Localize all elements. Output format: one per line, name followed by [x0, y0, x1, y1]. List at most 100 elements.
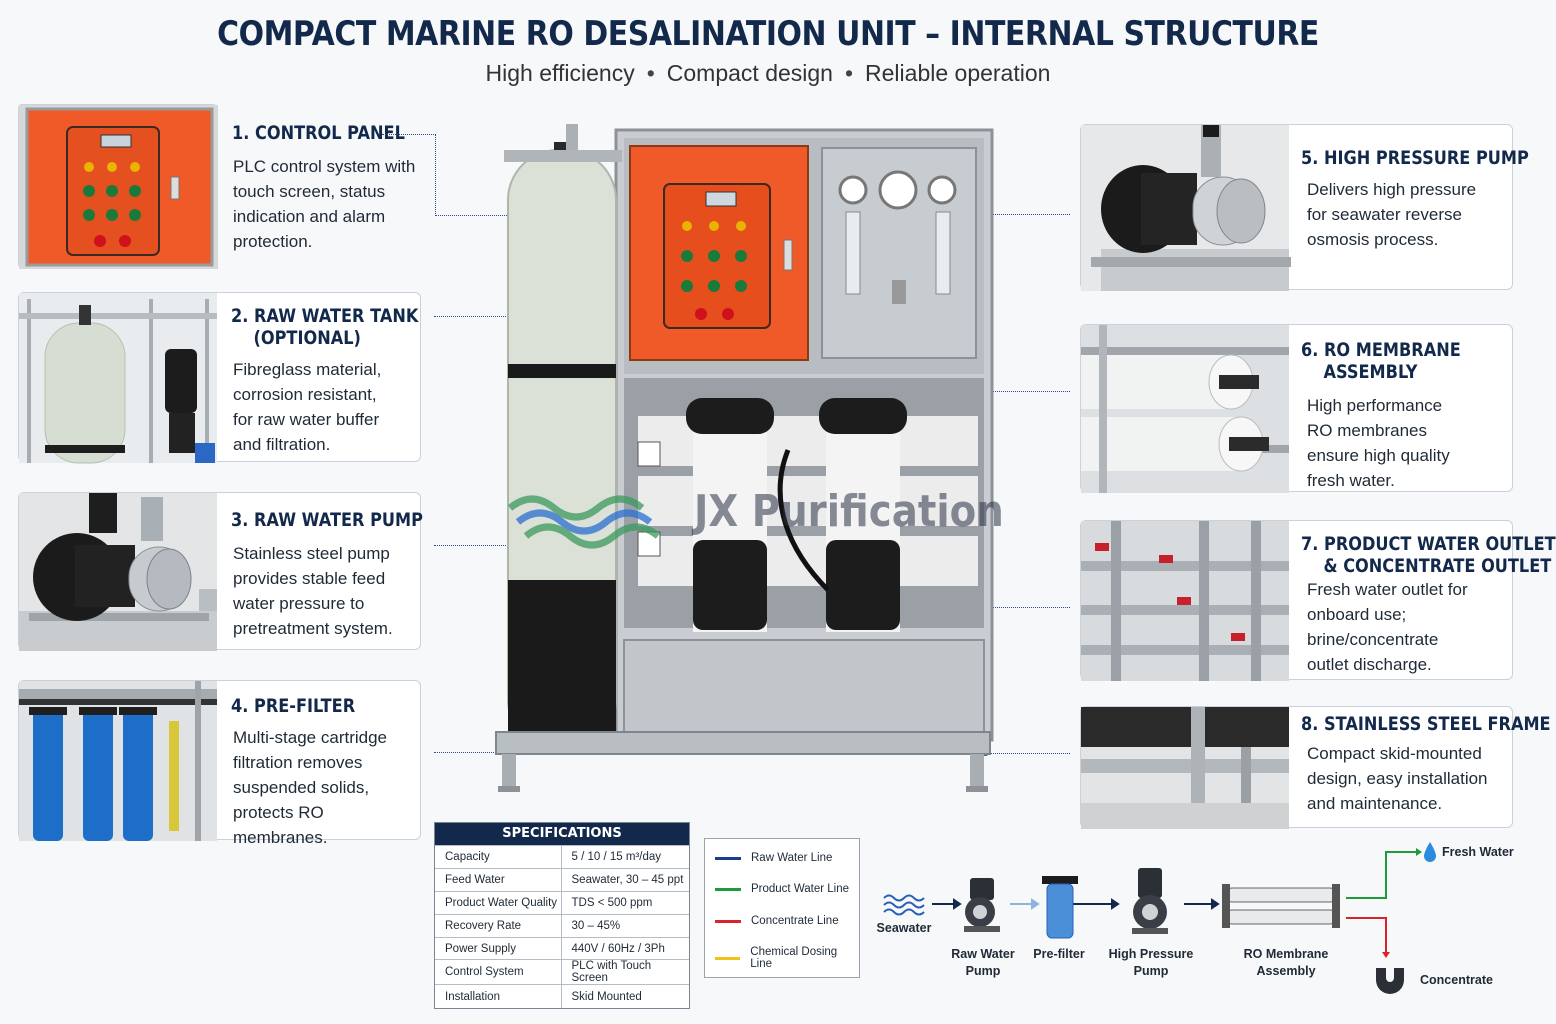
card-high-pressure-pump: 5. HIGH PRESSURE PUMP Delivers high pres… — [1080, 124, 1529, 291]
legend-label: Product Water Line — [751, 883, 850, 895]
high-pressure-pump-icon — [1132, 868, 1168, 934]
leader-line-1 — [382, 134, 436, 135]
seawater-waves-icon — [883, 894, 925, 916]
high-pressure-pump-title: 5. HIGH PRESSURE PUMP — [1301, 147, 1529, 169]
outlets-description: Fresh water outlet for onboard use; brin… — [1307, 580, 1468, 674]
subtitle-item-compact: Compact design — [666, 60, 833, 86]
ro-membrane-photo — [1081, 325, 1289, 493]
subtitle-separator: • — [646, 60, 655, 86]
flow-label-ro-membrane: RO Membrane Assembly — [1243, 947, 1329, 978]
legend-item-raw-water: Raw Water Line — [715, 852, 832, 864]
subtitle-item-efficiency: High efficiency — [485, 60, 635, 86]
fresh-water-drop-icon — [1424, 842, 1436, 862]
flow-label-concentrate: Concentrate — [1420, 973, 1493, 987]
legend-label: Chemical Dosing Line — [750, 946, 838, 970]
pre-filter-title: 4. PRE-FILTER — [231, 695, 356, 717]
leader-line-8 — [986, 753, 1070, 754]
legend-swatch-chemical-dosing — [715, 956, 741, 960]
pre-filter-photo — [19, 681, 217, 841]
leader-line-2 — [434, 316, 534, 317]
spec-label: Product Water Quality — [435, 890, 562, 915]
card-ro-membrane: 6. RO MEMBRANE ASSEMBLY High performance… — [1080, 324, 1513, 493]
card-outlets: 7. PRODUCT WATER OUTLET & CONCENTRATE OU… — [1080, 520, 1556, 681]
leader-line-5 — [986, 214, 1070, 215]
legend-item-concentrate: Concentrate Line — [715, 915, 839, 927]
card-steel-frame: 8. STAINLESS STEEL FRAME Compact skid-mo… — [1080, 706, 1551, 829]
spec-label: Recovery Rate — [435, 913, 562, 938]
leader-line-3 — [434, 545, 532, 546]
control-panel-photo — [18, 104, 218, 269]
high-pressure-pump-photo — [1081, 125, 1291, 291]
raw-water-tank-description: Fibreglass material, corrosion resistant… — [233, 360, 382, 454]
flow-label-raw-water-pump: Raw Water Pump — [951, 947, 1015, 978]
spec-value: 5 / 10 / 15 m³/day — [561, 845, 689, 869]
steel-frame-photo — [1081, 707, 1289, 829]
legend-item-product-water: Product Water Line — [715, 883, 849, 895]
page-subtitle: High efficiency • Compact design • Reliable … — [0, 60, 1536, 87]
watermark-text: JX Purification — [694, 486, 1004, 537]
spec-label: Control System — [435, 959, 562, 985]
card-pre-filter: 4. PRE-FILTER Multi-stage cartridge filt… — [18, 680, 421, 847]
card-raw-water-pump: 3. RAW WATER PUMP Stainless steel pump p… — [18, 492, 423, 651]
watermark-logo-icon — [507, 495, 661, 549]
flow-label-pre-filter: Pre-filter — [1033, 947, 1085, 961]
spec-value: PLC with Touch Screen — [561, 959, 689, 985]
ro-membrane-description: High performance RO membranes ensure hig… — [1307, 396, 1450, 490]
spec-value: Seawater, 30 – 45 ppt — [561, 867, 689, 892]
legend-swatch-raw-water — [715, 856, 741, 860]
subtitle-separator: • — [844, 60, 854, 86]
flow-label-seawater: Seawater — [876, 921, 932, 935]
leader-line-1-vertical — [435, 134, 436, 216]
spec-label: Capacity — [435, 845, 562, 869]
legend-item-chemical-dosing: Chemical Dosing Line — [715, 946, 859, 970]
raw-water-pump-description: Stainless steel pump provides stable fee… — [233, 544, 393, 638]
legend-swatch-concentrate — [715, 919, 741, 923]
pre-filter-icon — [1042, 876, 1078, 939]
specifications-title: SPECIFICATIONS — [435, 823, 689, 845]
concentrate-drain-icon — [1376, 968, 1404, 994]
page-title: COMPACT MARINE RO DESALINATION UNIT – IN… — [217, 14, 1319, 54]
raw-water-pump-title: 3. RAW WATER PUMP — [231, 509, 423, 531]
legend-swatch-product-water — [715, 887, 741, 891]
pre-filter-description: Multi-stage cartridge filtration removes… — [233, 728, 388, 847]
legend-label: Concentrate Line — [751, 915, 839, 927]
outlets-title: 7. PRODUCT WATER OUTLET & CONCENTRATE OU… — [1301, 533, 1556, 577]
line-legend: Raw Water Line Product Water Line Concen… — [704, 838, 860, 978]
spec-value: 440V / 60Hz / 3Ph — [561, 936, 689, 960]
spec-label: Feed Water — [435, 867, 562, 892]
ro-membrane-icon — [1222, 884, 1340, 928]
leader-line-6 — [944, 391, 1070, 392]
spec-value: TDS < 500 ppm — [561, 890, 689, 915]
ro-membrane-title: 6. RO MEMBRANE ASSEMBLY — [1301, 339, 1461, 383]
steel-frame-description: Compact skid-mounted design, easy instal… — [1307, 744, 1488, 813]
card-control-panel: 1. CONTROL PANEL PLC control system with… — [18, 104, 420, 269]
flow-label-high-pressure-pump: High Pressure Pump — [1108, 947, 1194, 978]
spec-label: Installation — [435, 984, 562, 1008]
raw-water-tank-photo — [19, 293, 217, 464]
raw-water-tank-title: 2. RAW WATER TANK (OPTIONAL) — [231, 305, 419, 349]
subtitle-item-reliable: Reliable operation — [865, 60, 1051, 86]
control-panel-title: 1. CONTROL PANEL — [232, 122, 405, 144]
spec-value: Skid Mounted — [561, 984, 689, 1008]
leader-line-4 — [434, 752, 552, 753]
process-flow-diagram: Seawater Raw Water Pump Pre-filter High … — [870, 840, 1530, 1020]
steel-frame-title: 8. STAINLESS STEEL FRAME — [1301, 713, 1551, 735]
card-raw-water-tank: 2. RAW WATER TANK (OPTIONAL) Fibreglass … — [18, 292, 421, 464]
outlets-photo — [1081, 521, 1289, 681]
control-panel-description: PLC control system with touch screen, st… — [233, 157, 416, 251]
high-pressure-pump-description: Delivers high pressure for seawater reve… — [1307, 180, 1477, 249]
spec-value: 30 – 45% — [561, 913, 689, 938]
leader-line-7 — [950, 607, 1070, 608]
raw-water-pump-icon — [964, 878, 1000, 932]
flow-label-fresh-water: Fresh Water — [1442, 845, 1514, 859]
ro-unit-illustration: JX Purification — [488, 120, 1004, 800]
